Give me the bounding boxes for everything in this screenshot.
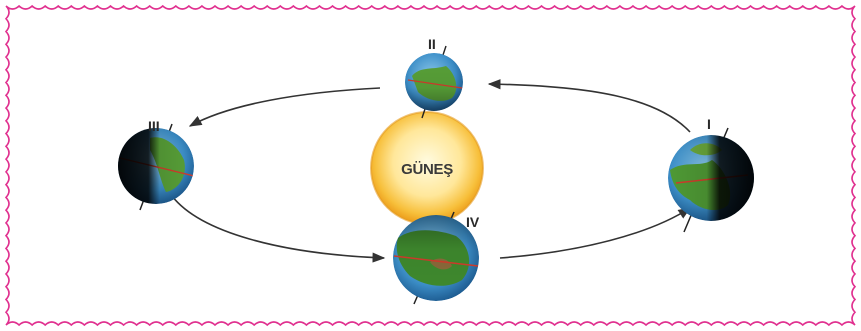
sun-label: GÜNEŞ bbox=[401, 161, 453, 178]
position-label-iii: III bbox=[148, 118, 160, 134]
earth-icon-position-ii bbox=[405, 45, 463, 119]
position-label-ii: II bbox=[428, 36, 436, 52]
orbit-arrow-iii-to-iv bbox=[171, 195, 386, 263]
earth-icon-position-i bbox=[668, 127, 754, 233]
position-label-iv: IV bbox=[466, 214, 480, 230]
position-label-i: I bbox=[707, 116, 711, 132]
earth-icon-position-iii bbox=[118, 123, 194, 211]
earth-icon-position-iv bbox=[393, 211, 479, 305]
orbit-arrow-iv-to-i bbox=[499, 207, 692, 259]
orbit-arrow-i-to-ii bbox=[487, 79, 691, 133]
orbit-arrows bbox=[171, 79, 692, 263]
orbit-arrow-ii-to-iii bbox=[188, 87, 381, 127]
